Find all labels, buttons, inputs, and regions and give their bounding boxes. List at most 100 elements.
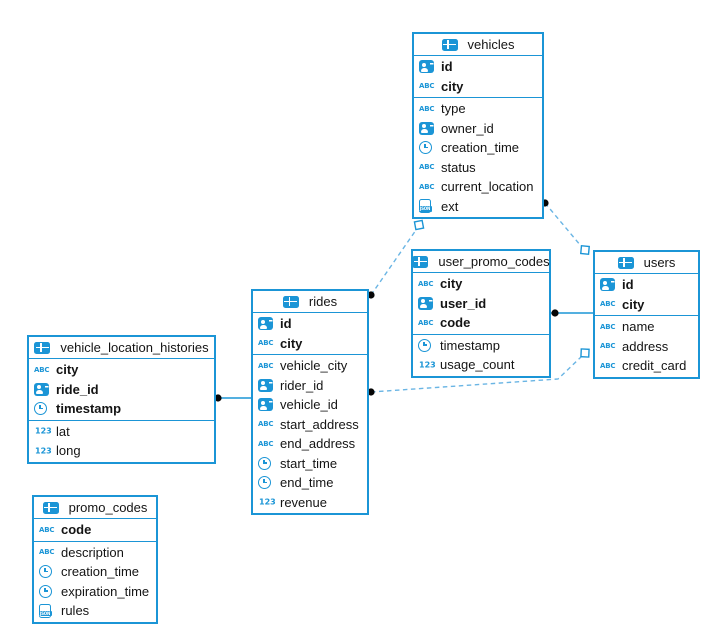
- column-type-icon: [39, 545, 56, 559]
- column-type-icon: [418, 296, 433, 310]
- table-icon: [617, 256, 634, 269]
- column-name: city: [440, 276, 463, 292]
- column-name: city: [622, 296, 645, 312]
- table-header[interactable]: users: [595, 252, 698, 274]
- column-row[interactable]: address: [595, 337, 698, 357]
- key-column-list: id city: [595, 274, 698, 316]
- column-row[interactable]: ext: [414, 197, 542, 217]
- column-name: vehicle_city: [280, 358, 348, 374]
- column-row[interactable]: expiration_time: [34, 582, 156, 602]
- column-row[interactable]: owner_id: [414, 119, 542, 139]
- column-row[interactable]: rider_id: [253, 376, 367, 396]
- column-row[interactable]: city: [413, 274, 549, 294]
- column-name: city: [280, 335, 303, 351]
- column-row[interactable]: usage_count: [413, 355, 549, 375]
- table-icon: [441, 38, 458, 51]
- column-row[interactable]: revenue: [253, 493, 367, 513]
- table-header[interactable]: user_promo_codes: [412, 251, 550, 273]
- table-users[interactable]: users id city name address credit_card: [593, 250, 700, 379]
- column-row[interactable]: city: [595, 295, 698, 315]
- column-row[interactable]: user_id: [413, 294, 549, 314]
- relation-vehicles-users[interactable]: [541, 199, 590, 255]
- column-row[interactable]: ride_id: [29, 380, 214, 400]
- column-row[interactable]: start_address: [253, 415, 367, 435]
- column-row[interactable]: start_time: [253, 454, 367, 474]
- column-type-icon: [419, 121, 434, 135]
- column-name: description: [61, 544, 124, 560]
- column-type-icon: [258, 456, 271, 470]
- column-type-icon: [418, 199, 432, 214]
- column-row[interactable]: id: [414, 57, 542, 77]
- table-header[interactable]: vehicles: [414, 34, 542, 56]
- table-user-promo-codes[interactable]: user_promo_codes city user_id code times…: [411, 249, 551, 378]
- column-row[interactable]: creation_time: [414, 138, 542, 158]
- table-promo-codes[interactable]: promo_codes code description creation_ti…: [32, 495, 158, 624]
- column-row[interactable]: rules: [34, 601, 156, 621]
- column-name: type: [441, 101, 466, 117]
- column-name: start_time: [280, 455, 338, 471]
- column-row[interactable]: timestamp: [413, 336, 549, 356]
- column-row[interactable]: city: [414, 77, 542, 97]
- column-type-icon: [258, 476, 271, 490]
- column-row[interactable]: timestamp: [29, 399, 214, 419]
- table-header[interactable]: vehicle_location_histories: [29, 337, 214, 359]
- column-type-icon: [258, 495, 275, 509]
- column-name: owner_id: [441, 120, 494, 136]
- column-row[interactable]: vehicle_id: [253, 395, 367, 415]
- column-name: revenue: [280, 494, 327, 510]
- column-type-icon: [600, 320, 617, 334]
- key-column-list: code: [34, 519, 156, 542]
- column-row[interactable]: id: [595, 275, 698, 295]
- column-row[interactable]: creation_time: [34, 562, 156, 582]
- column-row[interactable]: city: [29, 360, 214, 380]
- column-type-icon: [34, 424, 51, 438]
- column-list: name address credit_card: [595, 316, 698, 377]
- column-row[interactable]: id: [253, 314, 367, 334]
- column-type-icon: [258, 378, 273, 392]
- column-name: current_location: [441, 179, 534, 195]
- column-row[interactable]: credit_card: [595, 356, 698, 376]
- table-vehicle-location-histories[interactable]: vehicle_location_histories city ride_id …: [27, 335, 216, 464]
- table-icon: [42, 501, 59, 514]
- column-row[interactable]: end_time: [253, 473, 367, 493]
- relation-user_promo_codes-users[interactable]: [551, 309, 593, 317]
- column-row[interactable]: end_address: [253, 434, 367, 454]
- table-rides[interactable]: rides id city vehicle_city rider_id vehi…: [251, 289, 369, 515]
- column-type-icon: [419, 102, 436, 116]
- column-name: vehicle_id: [280, 397, 338, 413]
- column-row[interactable]: code: [34, 520, 156, 540]
- column-type-icon: [419, 79, 436, 93]
- table-header[interactable]: rides: [253, 291, 367, 313]
- column-name: usage_count: [440, 357, 515, 373]
- table-title: user_promo_codes: [438, 254, 550, 269]
- column-row[interactable]: type: [414, 99, 542, 119]
- column-type-icon: [258, 336, 275, 350]
- column-type-icon: [39, 523, 56, 537]
- relation-vehicle_location_histories-rides[interactable]: [214, 394, 251, 402]
- column-type-icon: [419, 141, 432, 155]
- column-row[interactable]: city: [253, 334, 367, 354]
- key-column-list: city ride_id timestamp: [29, 359, 214, 421]
- column-name: rules: [61, 603, 90, 619]
- column-row[interactable]: current_location: [414, 177, 542, 197]
- column-name: ext: [441, 198, 459, 214]
- column-row[interactable]: vehicle_city: [253, 356, 367, 376]
- table-title: users: [643, 255, 676, 270]
- column-row[interactable]: code: [413, 313, 549, 333]
- column-row[interactable]: long: [29, 441, 214, 461]
- column-name: city: [56, 362, 79, 378]
- table-header[interactable]: promo_codes: [34, 497, 156, 519]
- table-vehicles[interactable]: vehicles id city type owner_id creation_…: [412, 32, 544, 219]
- table-icon: [34, 341, 51, 354]
- column-row[interactable]: status: [414, 158, 542, 178]
- column-row[interactable]: description: [34, 543, 156, 563]
- column-name: city: [441, 78, 464, 94]
- column-type-icon: [418, 316, 435, 330]
- column-type-icon: [34, 363, 51, 377]
- column-type-icon: [258, 359, 275, 373]
- column-row[interactable]: lat: [29, 422, 214, 442]
- table-title: vehicles: [467, 37, 515, 52]
- column-name: lat: [56, 423, 70, 439]
- column-row[interactable]: name: [595, 317, 698, 337]
